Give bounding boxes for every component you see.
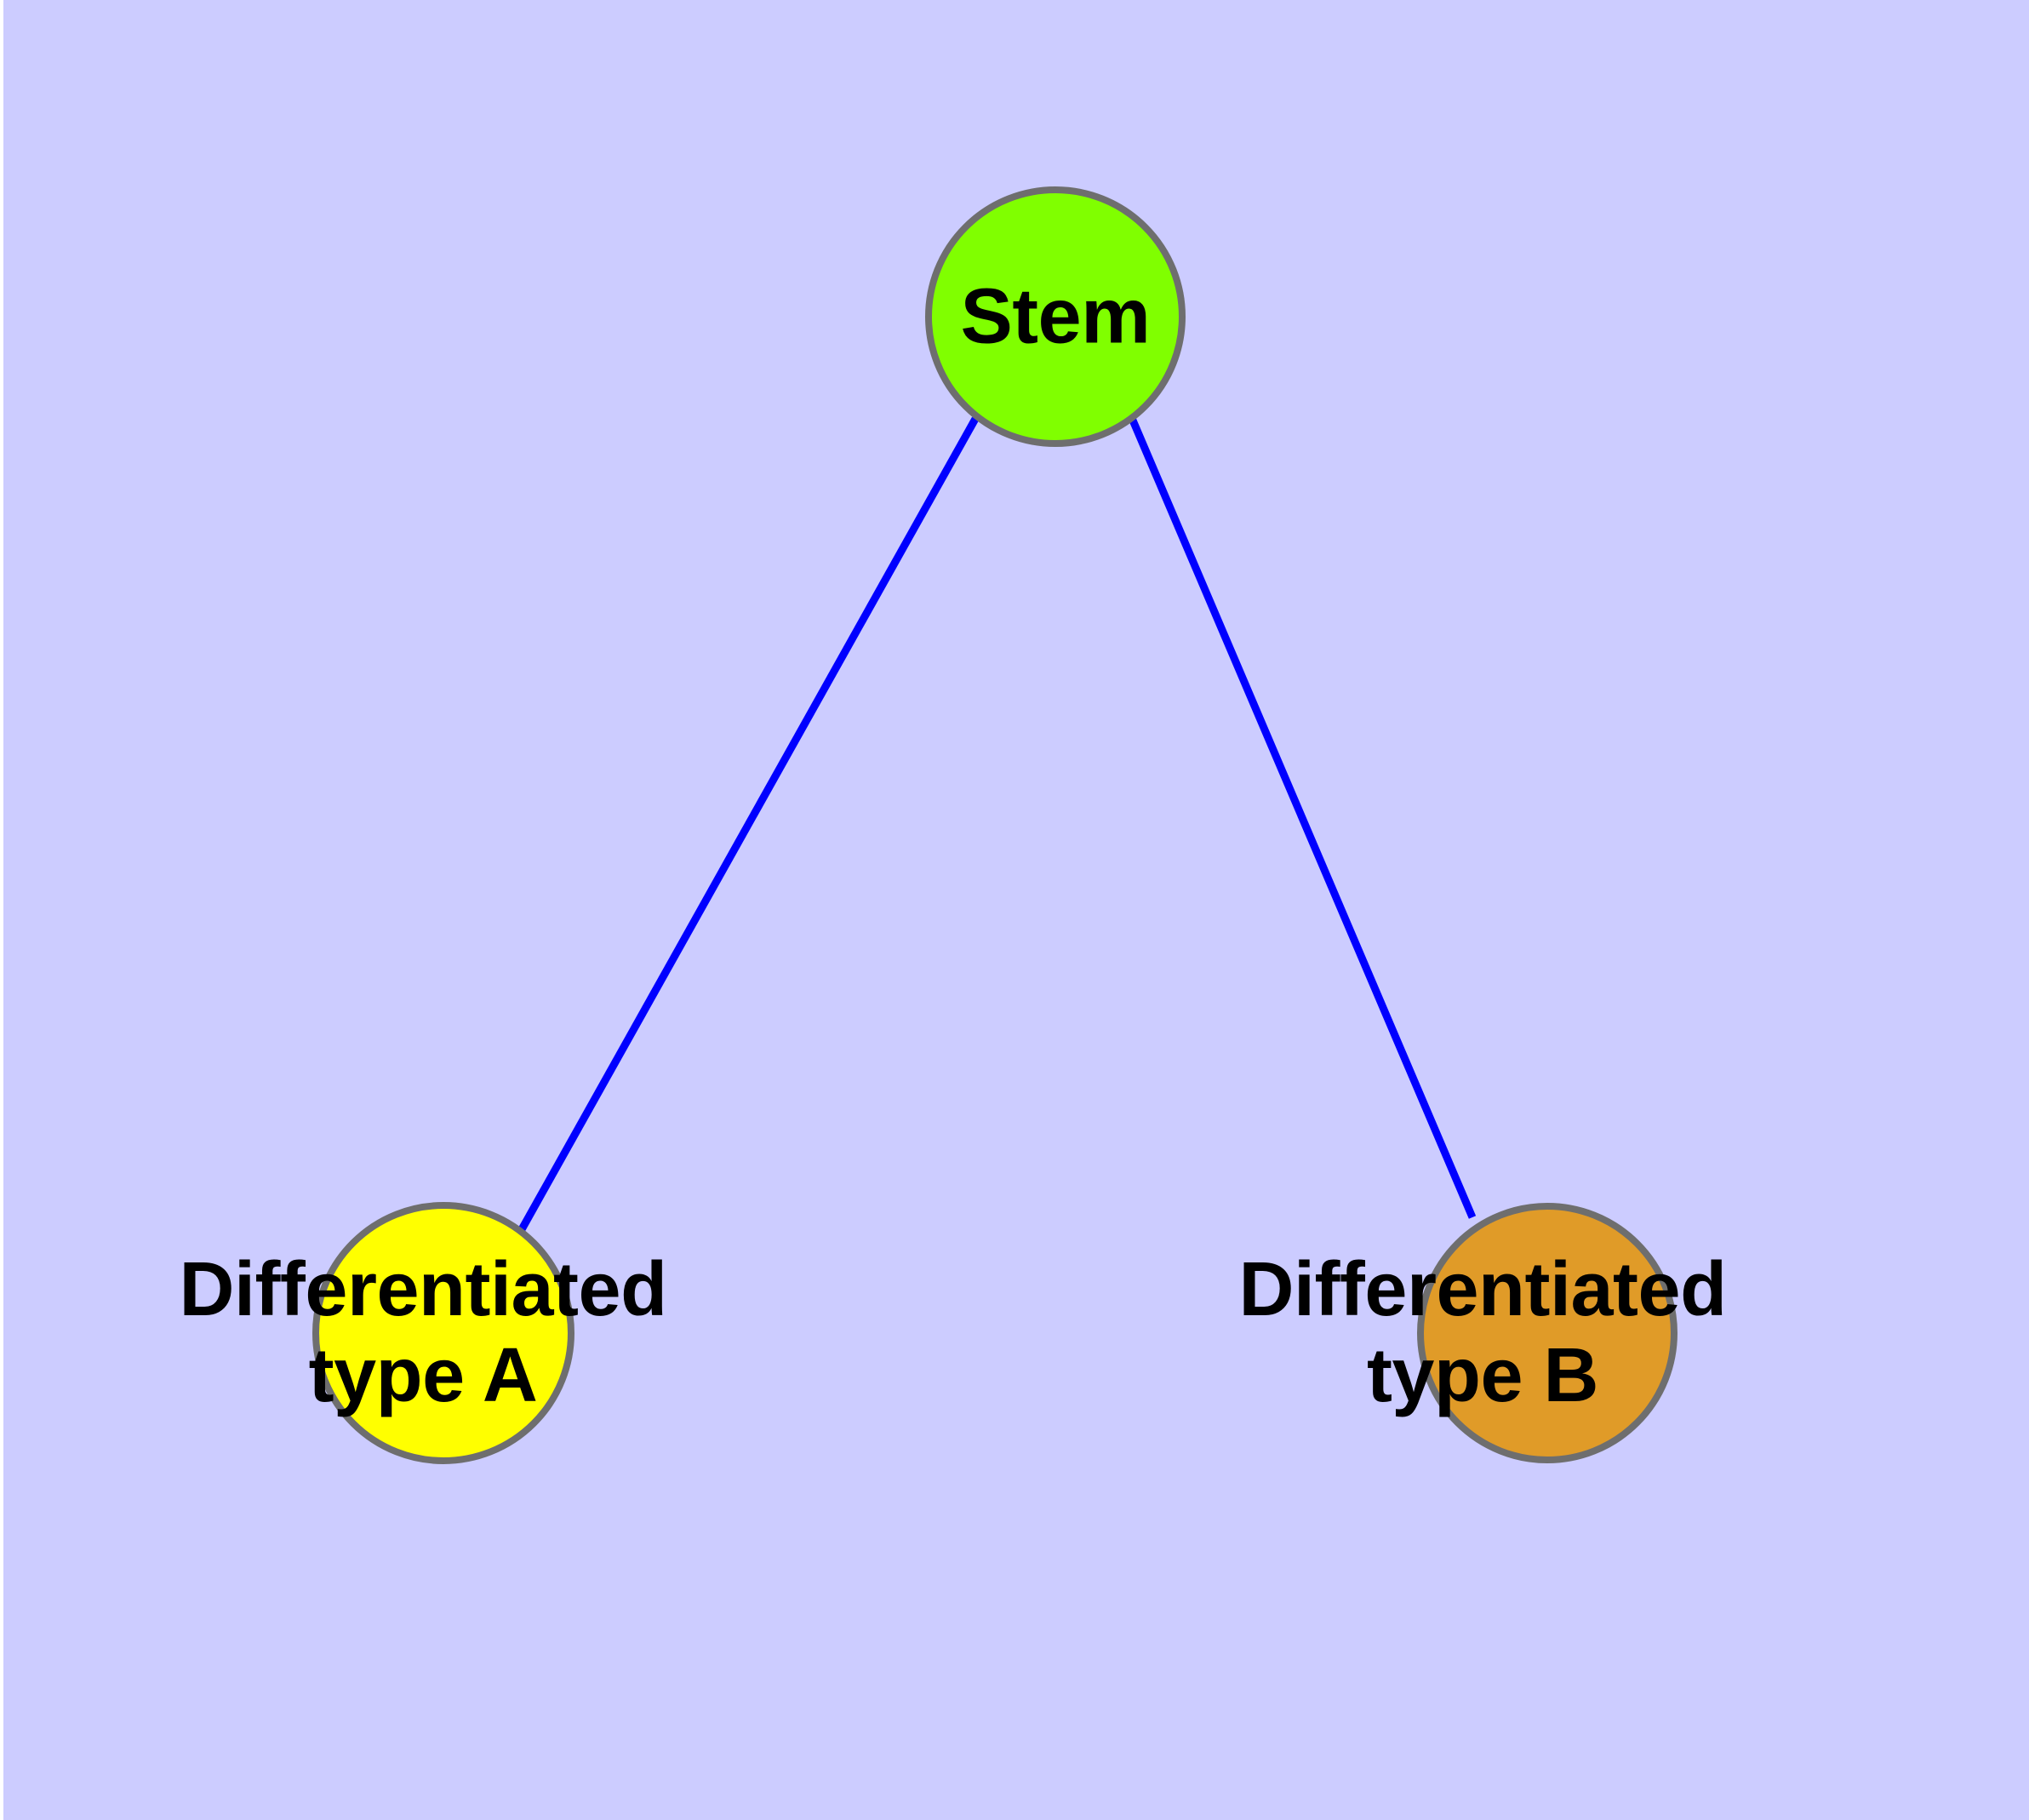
node-differentiated-type-b[interactable] (1417, 1203, 1677, 1463)
node-layer (312, 186, 1677, 1464)
edge-stem-to-differentiated-type-a[interactable] (517, 416, 979, 1233)
node-differentiated-type-a[interactable] (312, 1202, 574, 1464)
edge-layer (517, 415, 1477, 1233)
edge-stem-to-differentiated-type-b[interactable] (1127, 415, 1477, 1219)
node-stem[interactable] (925, 186, 1186, 447)
